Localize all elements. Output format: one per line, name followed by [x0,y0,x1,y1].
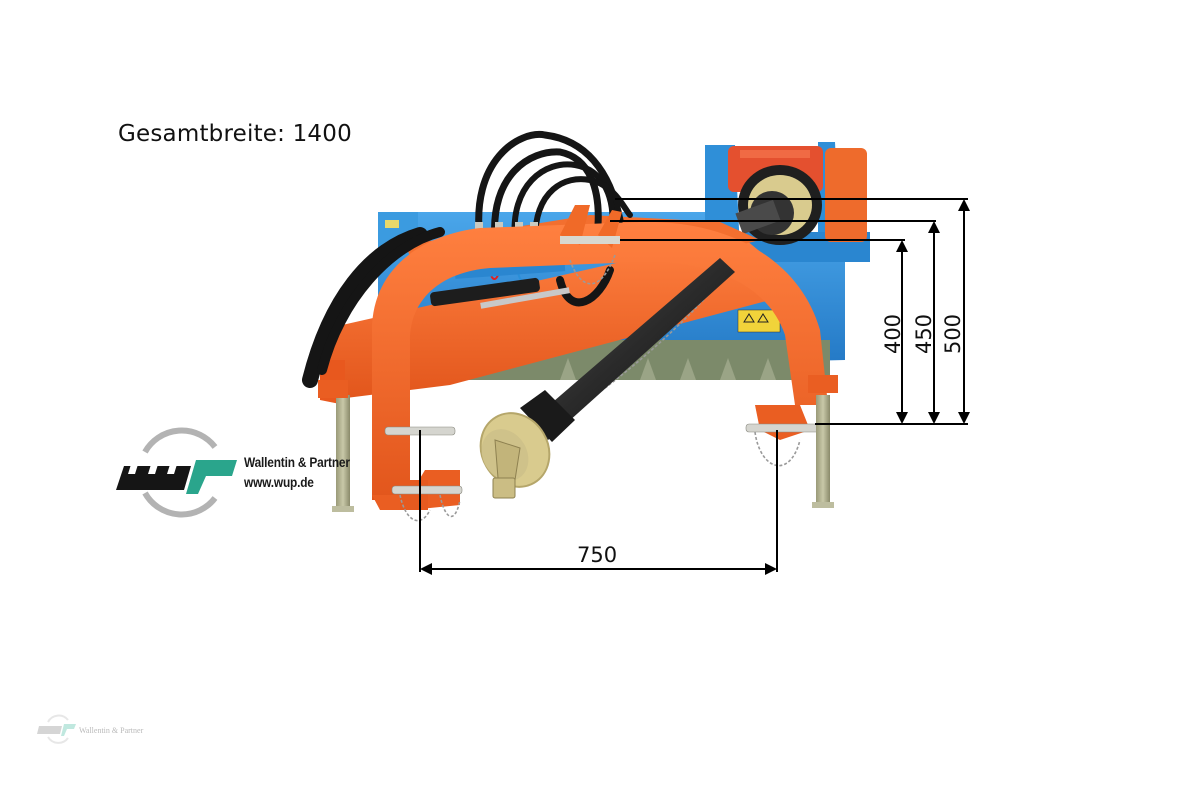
parking-stands [318,375,838,512]
dimension-arrowheads [420,199,970,575]
watermark-logo-icon [37,714,76,744]
dimension-lines [419,198,968,572]
dimension-label-450: 450 [912,313,936,355]
wp-logo-icon [116,427,237,518]
dimension-label-500: 500 [941,313,965,355]
dimension-label-400: 400 [881,313,905,355]
pto-shaft [479,258,735,499]
logo-url: www.wup.de [244,475,314,490]
logo-company-name: Wallentin & Partner [244,455,350,470]
hydraulic-hoses [302,130,633,388]
watermark-company-name: Wallentin & Partner [79,726,144,735]
total-width-title: Gesamtbreite: 1400 [118,121,352,147]
hitch-pins [384,423,822,495]
dimension-label-750: 750 [577,543,618,567]
